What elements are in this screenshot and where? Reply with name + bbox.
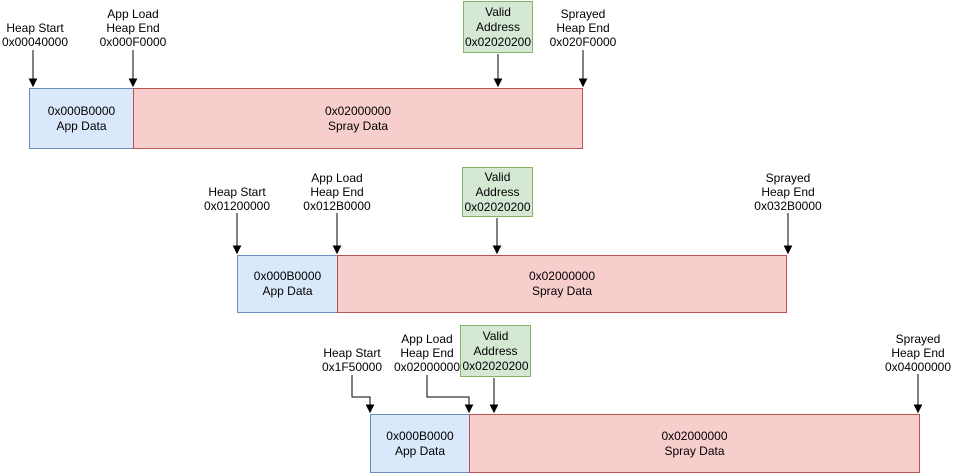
row1-sprayed-heap-end-label: Sprayed Heap End 0x020F0000 <box>549 7 617 49</box>
row2-spray-data-text: 0x02000000 Spray Data <box>528 269 596 298</box>
row1-valid-address-text: Valid Address 0x02020200 <box>464 4 532 49</box>
row3-app-load-heap-end-label: App Load Heap End 0x02000000 <box>393 332 461 374</box>
row3-heap-start-label: Heap Start 0x1F50000 <box>321 346 383 374</box>
row2-valid-address-box: Valid Address 0x02020200 <box>462 167 533 217</box>
row3-app-data-box: 0x000B0000 App Data <box>370 414 470 473</box>
row1-valid-address-box: Valid Address 0x02020200 <box>463 1 533 53</box>
row2-valid-address-text: Valid Address 0x02020200 <box>464 169 531 214</box>
row1-heap-start-label: Heap Start 0x00040000 <box>1 21 69 49</box>
row3-app-load-arrow <box>426 375 474 414</box>
row2-app-data-box: 0x000B0000 App Data <box>237 255 338 313</box>
row3-spray-data-box: 0x02000000 Spray Data <box>469 414 920 473</box>
row1-app-data-box: 0x000B0000 App Data <box>29 88 134 149</box>
row3-valid-address-text: Valid Address 0x02020200 <box>462 328 529 373</box>
row2-sprayed-heap-end-label: Sprayed Heap End 0x032B0000 <box>754 171 822 213</box>
row2-app-load-heap-end-label: App Load Heap End 0x012B0000 <box>303 171 371 213</box>
row3-app-data-text: 0x000B0000 App Data <box>386 428 454 458</box>
row3-valid-address-box: Valid Address 0x02020200 <box>460 325 531 377</box>
row3-sprayed-heap-end-label: Sprayed Heap End 0x04000000 <box>884 332 952 374</box>
row1-spray-data-box: 0x02000000 Spray Data <box>133 88 583 149</box>
row2-heap-start-label: Heap Start 0x01200000 <box>203 185 271 213</box>
row2-spray-data-box: 0x02000000 Spray Data <box>337 255 787 313</box>
row2-app-data-text: 0x000B0000 App Data <box>253 269 322 298</box>
row1-app-load-heap-end-label: App Load Heap End 0x000F0000 <box>99 7 167 49</box>
row3-heap-start-arrow <box>351 375 375 414</box>
row3-spray-data-text: 0x02000000 Spray Data <box>661 428 728 458</box>
row1-app-data-text: 0x000B0000 App Data <box>47 103 116 133</box>
row1-spray-data-text: 0x02000000 Spray Data <box>324 103 392 133</box>
